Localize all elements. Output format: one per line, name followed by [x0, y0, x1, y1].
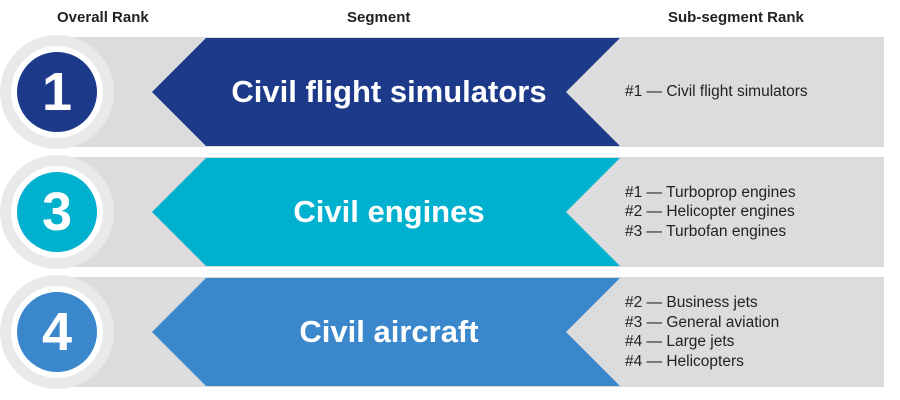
- segment-label: Civil flight simulators: [231, 74, 547, 109]
- segment-arrow: Civil flight simulators: [152, 38, 620, 146]
- sub-segment-list: #1 — Civil flight simulators: [625, 35, 885, 149]
- rank-circle: 4: [11, 286, 103, 378]
- segment-header: Segment: [347, 9, 411, 26]
- sub-segment-item: #1 — Turboprop engines: [625, 183, 796, 201]
- segment-row-3: 4 Civil aircraft #2 — Business jets #3 —…: [0, 275, 900, 389]
- sub-segment-item: #2 — Helicopter engines: [625, 203, 795, 221]
- segment-row-2: 3 Civil engines #1 — Turboprop engines #…: [0, 155, 900, 269]
- segment-row-1: 1 Civil flight simulators #1 — Civil fli…: [0, 35, 900, 149]
- overall-rank-header: Overall Rank: [57, 9, 149, 26]
- sub-segment-item: #1 — Civil flight simulators: [625, 83, 808, 101]
- segment-label: Civil engines: [293, 194, 485, 229]
- segment-arrow: Civil engines: [152, 158, 620, 266]
- sub-segment-list: #2 — Business jets #3 — General aviation…: [625, 275, 885, 389]
- sub-segment-rank-header: Sub-segment Rank: [668, 9, 804, 26]
- rank-circle: 3: [11, 166, 103, 258]
- sub-segment-item: #3 — General aviation: [625, 313, 780, 331]
- sub-segment-item: #4 — Large jets: [625, 333, 735, 350]
- segment-arrow: Civil aircraft: [152, 278, 620, 386]
- sub-segment-item: #2 — Business jets: [625, 294, 758, 311]
- rank-circle: 1: [11, 46, 103, 138]
- sub-segment-item: #3 — Turbofan engines: [625, 222, 787, 240]
- segment-label: Civil aircraft: [299, 314, 479, 349]
- sub-segment-item: #4 — Helicopters: [625, 352, 744, 370]
- sub-segment-list: #1 — Turboprop engines #2 — Helicopter e…: [625, 155, 885, 269]
